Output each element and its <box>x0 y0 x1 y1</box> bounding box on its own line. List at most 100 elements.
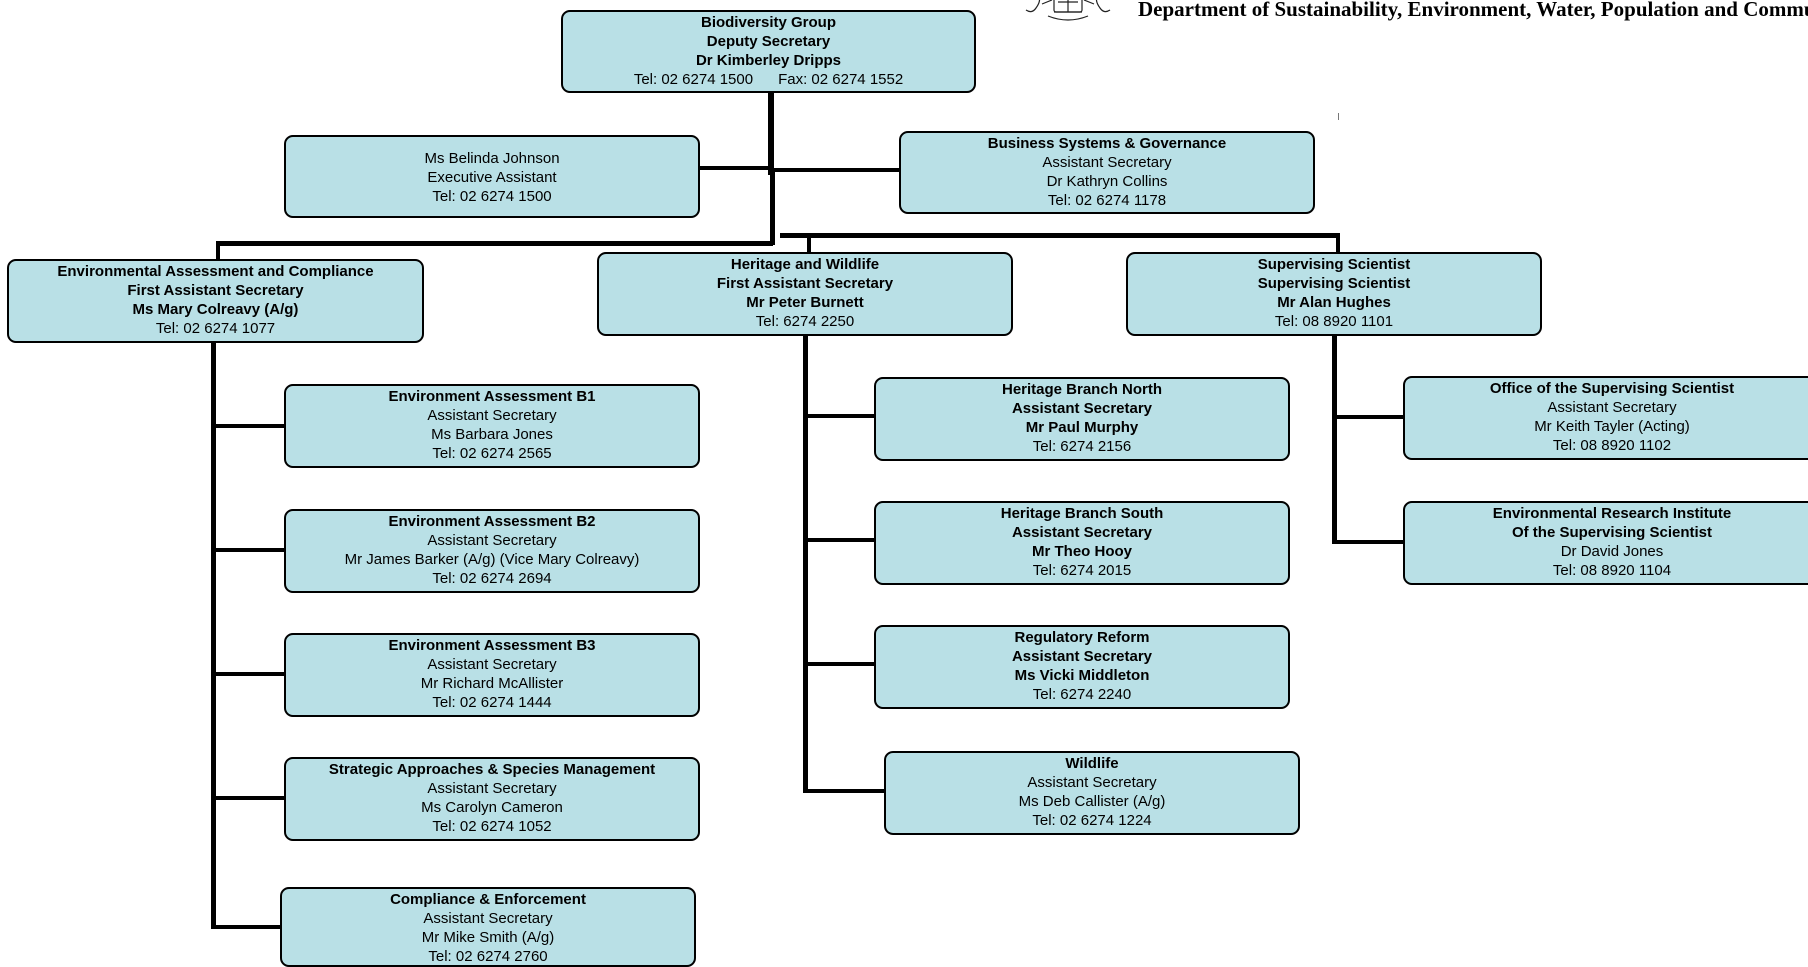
box-environmental-assessment-compliance: Environmental Assessment and Compliance … <box>7 259 424 343</box>
connector-b2 <box>211 548 285 552</box>
box-title: Environment Assessment B3 <box>388 637 596 654</box>
box-role: Assistant Secretary <box>427 656 557 673</box>
box-phone: Tel: 08 8920 1102 <box>1552 437 1672 454</box>
box-title: Environment Assessment B1 <box>388 388 596 405</box>
box-role: Assistant Secretary <box>423 910 553 927</box>
connector-eac-spine <box>211 342 216 929</box>
box-title: Environmental Research Institute <box>1492 505 1732 522</box>
box-person: Mr Keith Tayler (Acting) <box>1534 418 1690 435</box>
box-person: Ms Deb Callister (A/g) <box>1018 793 1166 810</box>
box-phone: Tel: 02 6274 1052 <box>432 818 552 835</box>
box-person: Mr Peter Burnett <box>746 294 864 311</box>
box-phone: Tel: 08 8920 1104 <box>1552 562 1672 579</box>
box-title: Heritage Branch North <box>1001 381 1163 398</box>
box-business-systems: Business Systems & Governance Assistant … <box>899 131 1315 214</box>
box-role: First Assistant Secretary <box>716 275 894 292</box>
box-wildlife: Wildlife Assistant Secretary Ms Deb Call… <box>884 751 1300 835</box>
box-role: Executive Assistant <box>427 169 557 186</box>
box-role: Assistant Secretary <box>1011 524 1153 541</box>
connector-ss-drop <box>1336 235 1340 254</box>
box-role: Assistant Secretary <box>427 780 557 797</box>
box-heritage-branch-north: Heritage Branch North Assistant Secretar… <box>874 377 1290 461</box>
connector-top-trunk-ext <box>770 170 775 245</box>
box-role: Assistant Secretary <box>427 407 557 424</box>
box-biodiversity-group: Biodiversity Group Deputy Secretary Dr K… <box>561 10 976 93</box>
box-regulatory-reform: Regulatory Reform Assistant Secretary Ms… <box>874 625 1290 709</box>
box-title: Regulatory Reform <box>1014 629 1150 646</box>
box-environment-assessment-b3: Environment Assessment B3 Assistant Secr… <box>284 633 700 717</box>
box-role: Assistant Secretary <box>1011 400 1153 417</box>
connector-ce <box>211 925 282 929</box>
box-environment-assessment-b1: Environment Assessment B1 Assistant Secr… <box>284 384 700 468</box>
box-phone: Tel: 6274 2156 <box>1032 438 1132 455</box>
box-subtitle: Of the Supervising Scientist <box>1511 524 1713 541</box>
box-role: Supervising Scientist <box>1257 275 1411 292</box>
box-phone: Tel: 6274 2240 <box>1032 686 1132 703</box>
connector-left-drop <box>216 241 220 262</box>
box-environmental-research-institute: Environmental Research Institute Of the … <box>1403 501 1808 585</box>
box-supervising-scientist: Supervising Scientist Supervising Scient… <box>1126 252 1542 336</box>
box-person: Ms Belinda Johnson <box>424 150 560 167</box>
connector-eri <box>1332 540 1404 544</box>
box-phone: Tel: 08 8920 1101 <box>1274 313 1394 330</box>
box-role: First Assistant Secretary <box>127 282 304 299</box>
box-phone: Tel: 02 6274 1224 <box>1032 812 1152 829</box>
box-title: Heritage and Wildlife <box>730 256 880 273</box>
box-role: Assistant Secretary <box>1042 154 1172 171</box>
box-role: Assistant Secretary <box>1011 648 1153 665</box>
box-role: Assistant Secretary <box>427 532 557 549</box>
box-title: Environmental Assessment and Compliance <box>57 263 374 280</box>
box-phone: Tel: 02 6274 2565 <box>432 445 552 462</box>
connector-hbs <box>803 538 875 542</box>
connector-sasm <box>211 796 285 800</box>
box-title: Biodiversity Group <box>700 14 837 31</box>
box-role: Assistant Secretary <box>1547 399 1677 416</box>
connector-hw-drop <box>807 235 811 254</box>
box-title: Business Systems & Governance <box>987 135 1227 152</box>
box-person: Dr Kimberley Dripps <box>695 52 842 69</box>
box-person: Ms Carolyn Cameron <box>421 799 563 816</box>
connector-left-bar <box>216 241 773 246</box>
connector-wl <box>808 789 885 793</box>
box-phone: Tel: 02 6274 1178 <box>1047 192 1167 209</box>
connector-rr <box>803 662 875 666</box>
box-person: Mr Paul Murphy <box>1025 419 1139 436</box>
box-phone: Tel: 02 6274 1077 <box>155 320 276 337</box>
box-environment-assessment-b2: Environment Assessment B2 Assistant Secr… <box>284 509 700 593</box>
box-person: Mr Alan Hughes <box>1277 294 1391 311</box>
coat-of-arms-icon <box>1025 0 1111 21</box>
box-phone: Tel: 02 6274 2760 <box>428 948 548 965</box>
box-title: Strategic Approaches & Species Managemen… <box>328 761 656 778</box>
box-person: Mr Theo Hooy <box>1032 543 1132 560</box>
box-title: Office of the Supervising Scientist <box>1489 380 1735 397</box>
box-heritage-branch-south: Heritage Branch South Assistant Secretar… <box>874 501 1290 585</box>
box-person: Mr James Barker (A/g) (Vice Mary Colreav… <box>344 551 640 568</box>
box-phone: Tel: 6274 2250 <box>755 313 855 330</box>
connector-b1 <box>211 424 285 428</box>
box-phone: Tel: 02 6274 1500 <box>432 188 552 205</box>
box-strategic-approaches: Strategic Approaches & Species Managemen… <box>284 757 700 841</box>
box-person: Mr Richard McAllister <box>420 675 564 692</box>
box-phone: Tel: 02 6274 1444 <box>432 694 552 711</box>
connector-oss <box>1332 415 1404 419</box>
box-person: Dr Kathryn Collins <box>1046 173 1168 190</box>
box-heritage-wildlife: Heritage and Wildlife First Assistant Se… <box>597 252 1013 336</box>
connector-hbn <box>803 414 875 418</box>
connector-b3 <box>211 672 285 676</box>
box-title: Wildlife <box>1065 755 1119 772</box>
box-person: Ms Vicki Middleton <box>1014 667 1150 684</box>
box-title: Compliance & Enforcement <box>390 891 586 908</box>
box-title: Heritage Branch South <box>1000 505 1164 522</box>
box-person: Ms Barbara Jones <box>431 426 553 443</box>
box-phone: Tel: 02 6274 1500 Fax: 02 6274 1552 <box>633 71 904 88</box>
connector-ea <box>700 166 770 170</box>
box-executive-assistant: Ms Belinda Johnson Executive Assistant T… <box>284 135 700 218</box>
box-person: Ms Mary Colreavy (A/g) <box>132 301 299 318</box>
connector-top-trunk <box>768 90 774 175</box>
box-title: Supervising Scientist <box>1257 256 1411 273</box>
box-office-supervising-scientist: Office of the Supervising Scientist Assi… <box>1403 376 1808 460</box>
box-title: Environment Assessment B2 <box>388 513 596 530</box>
connector-bsg <box>774 168 900 172</box>
connector-ss-spine <box>1332 334 1337 544</box>
connector-right-bar <box>780 233 1340 238</box>
